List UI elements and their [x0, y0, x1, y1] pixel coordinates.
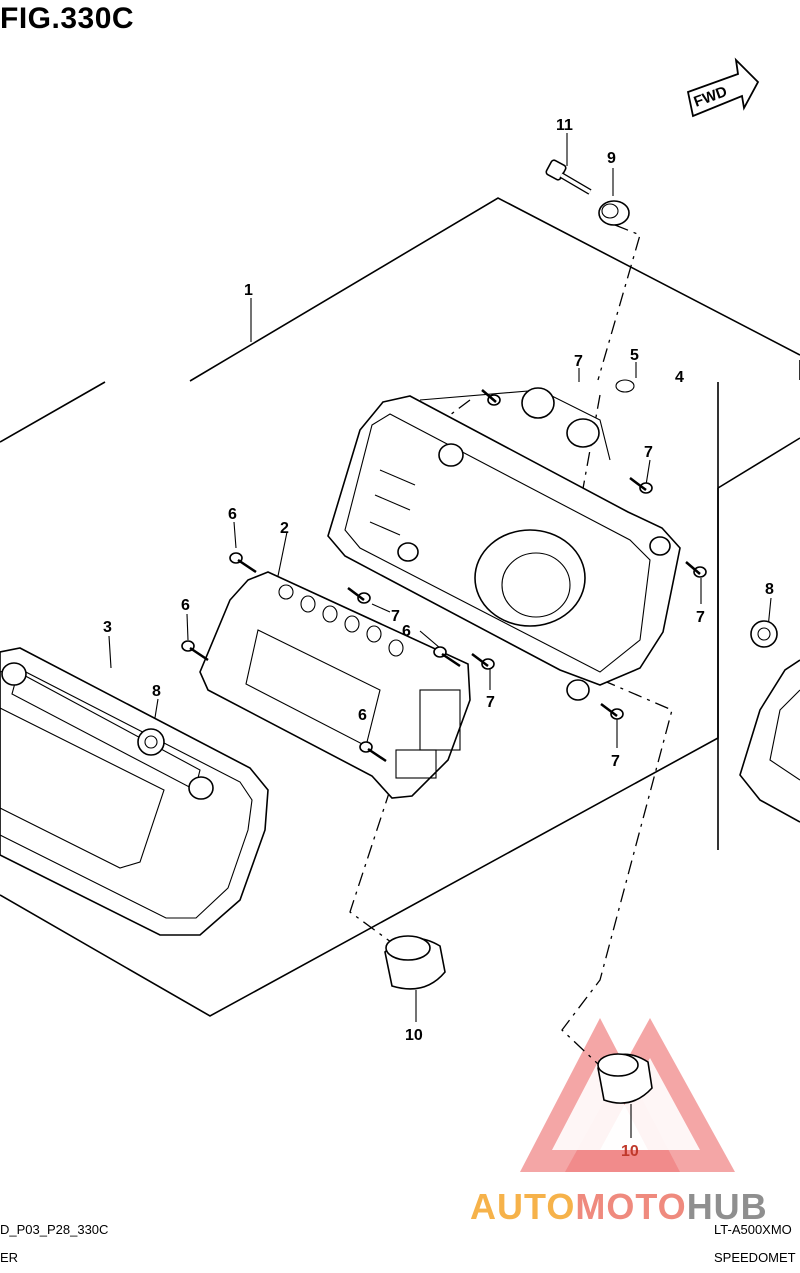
screw-7-icon — [600, 703, 624, 720]
screw-7-icon — [629, 477, 653, 494]
bulb-10-icon — [384, 935, 446, 990]
bulb-10-icon — [597, 1053, 653, 1104]
callout-7: 7 — [574, 353, 583, 370]
assembly-outline — [0, 197, 800, 1017]
screw-7-icon — [685, 561, 707, 578]
callout-labels: 1 2 3 4 5 6 6 6 6 7 7 7 7 7 7 8 8 9 10 1… — [103, 117, 774, 1160]
callout-7: 7 — [611, 753, 620, 770]
footer-model: LT-A500XMO — [714, 1222, 792, 1237]
callout-7: 7 — [486, 694, 495, 711]
watermark-logo: AUTOMOTOHUB — [470, 1186, 768, 1228]
meter-case-4-icon — [327, 389, 681, 701]
callout-9: 9 — [607, 150, 616, 167]
callout-6: 6 — [358, 707, 367, 724]
watermark-moto: MOTO — [575, 1186, 687, 1227]
footer-right-name: SPEEDOMET — [714, 1250, 796, 1265]
lens-cover-3-icon — [0, 647, 269, 936]
callout-10: 10 — [621, 1143, 639, 1160]
watermark-hub: HUB — [686, 1186, 768, 1227]
callout-10: 10 — [405, 1027, 423, 1044]
callout-8: 8 — [765, 581, 774, 598]
callout-5: 5 — [630, 347, 639, 364]
figure-title: FIG.330C — [0, 2, 135, 35]
callout-6: 6 — [228, 506, 237, 523]
callout-7: 7 — [696, 609, 705, 626]
screw-icons — [181, 389, 707, 763]
callout-7: 7 — [391, 608, 400, 625]
fwd-direction-badge: FWD — [686, 57, 760, 118]
screw-7-icon — [347, 587, 371, 604]
leader-lines — [108, 133, 772, 1138]
watermark-triangle-icon — [520, 1018, 735, 1172]
grommet-8-icon — [750, 620, 778, 648]
callout-7: 7 — [644, 444, 653, 461]
callout-11: 11 — [556, 117, 573, 134]
grommet-8-icon — [137, 728, 165, 756]
callout-4: 4 — [675, 369, 684, 386]
callout-1: 1 — [244, 282, 253, 299]
screw-6-icon — [433, 646, 461, 668]
footer-left-name: ER — [0, 1250, 19, 1265]
grommet-5-icon — [521, 379, 635, 448]
watermark-auto: AUTO — [470, 1186, 576, 1227]
screw-7-icon — [471, 653, 495, 670]
screw-6-icon — [181, 640, 209, 662]
bolt-11-icon — [545, 159, 592, 195]
screw-7-icon — [481, 389, 501, 406]
callout-2: 2 — [280, 520, 289, 537]
screw-6-icon — [359, 741, 387, 763]
callout-6: 6 — [181, 597, 190, 614]
collar-9-icon — [598, 200, 630, 226]
callout-6: 6 — [402, 623, 411, 640]
callout-3: 3 — [103, 619, 112, 636]
right-partial-assembly — [739, 659, 800, 823]
screw-6-icon — [229, 552, 257, 574]
callout-8: 8 — [152, 683, 161, 700]
footer-diagram-code: D_P03_P28_330C — [0, 1222, 109, 1237]
